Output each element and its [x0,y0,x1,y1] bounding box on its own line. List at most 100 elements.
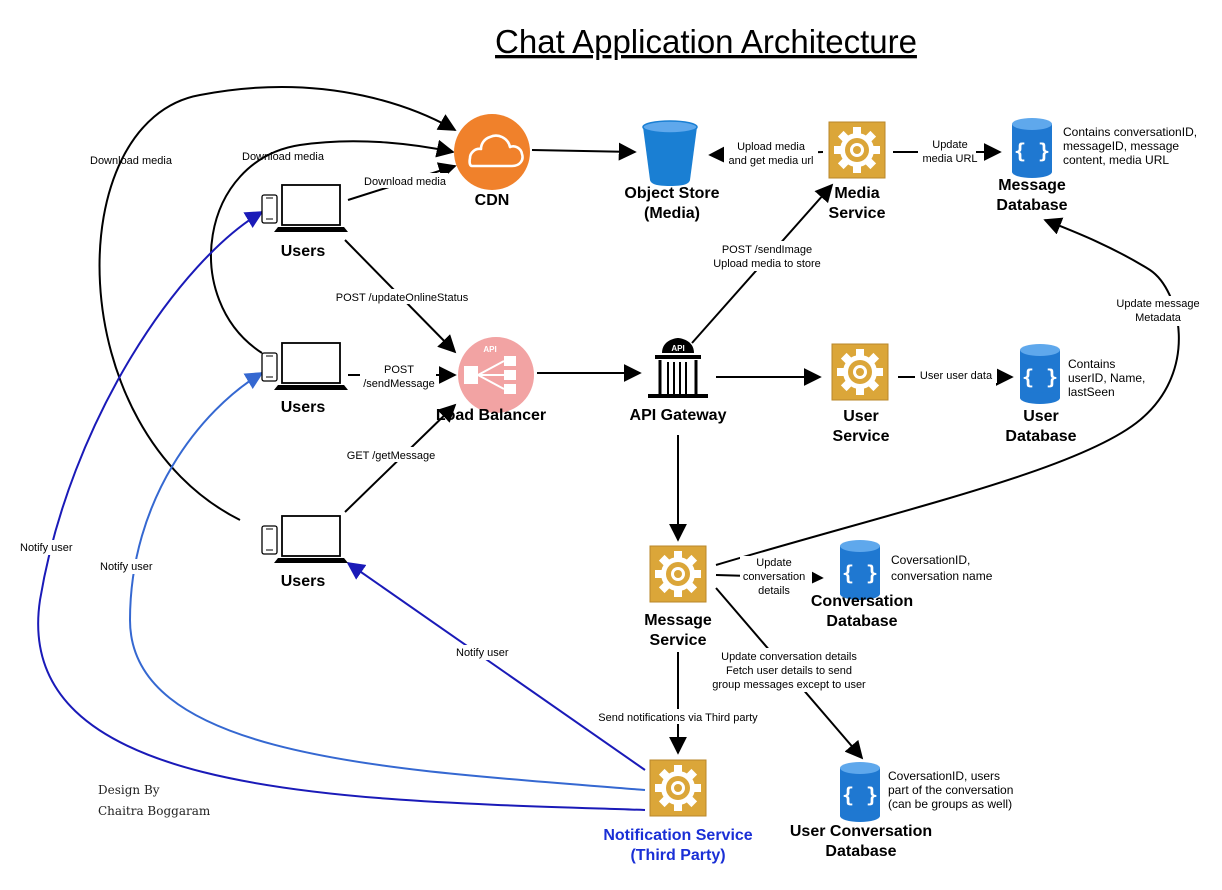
object-store-label-2: (Media) [644,205,700,222]
label-post-send-message-2: /sendMessage [363,378,435,390]
laptop-phone-icon [261,515,349,564]
edge-notify-user-2 [128,372,646,791]
node-notification-service: Notification Service (Third Party) [603,759,753,864]
cloud-icon [454,114,530,190]
label-update-msg-meta-2: Metadata [1135,312,1182,324]
node-conversation-database: Conversation Database CoversationID, con… [811,540,993,630]
node-message-service: Message Service [644,545,712,649]
laptop-phone-icon [261,342,349,391]
label-download-media-3: Download media [364,176,447,188]
label-notify-user-3: Notify user [456,647,509,659]
message-db-note-2: messageID, message [1063,139,1179,153]
edge-labels: Download media Download media Download m… [16,138,1200,724]
label-update-conversation-2: conversation [743,571,805,583]
edge-cdn-object-store [531,142,637,161]
node-users-2: Users [261,342,349,416]
label-download-media-2: Download media [242,151,325,163]
label-update-conversation-1: Update [756,557,791,569]
label-post-send-message-1: POST [384,364,414,376]
label-get-message: GET /getMessage [347,450,435,462]
gear-icon [649,545,707,603]
load-balancer-icon: API [458,337,534,413]
message-db-label-2: Database [996,197,1067,214]
gear-icon [649,759,707,817]
api-gateway-icon: API [648,338,708,398]
user-conversation-db-note-3: (can be groups as well) [888,797,1012,811]
cdn-label: CDN [475,192,510,209]
label-notify-user-2: Notify user [100,561,153,573]
label-send-notifications: Send notifications via Third party [598,712,758,724]
svg-text:API: API [483,345,496,354]
user-conversation-db-note-2: part of the conversation [888,783,1013,797]
conversation-db-note-2: conversation name [891,569,993,583]
label-update-conversation-3: details [758,585,790,597]
label-notify-user-1: Notify user [20,542,73,554]
database-icon [840,540,880,600]
conversation-db-label-2: Database [826,613,897,630]
conversation-db-label-1: Conversation [811,593,913,610]
api-gateway-label: API Gateway [630,407,727,424]
node-cdn: CDN [454,114,530,209]
label-fetch-user-details-2: Fetch user details to send [726,665,852,677]
user-service-label-2: Service [833,428,890,445]
gear-icon [831,343,889,401]
node-user-database: User Database Contains userID, Name, las… [1005,344,1145,445]
label-post-update-status: POST /updateOnlineStatus [336,292,469,304]
users-3-label: Users [281,573,326,590]
label-download-media-1: Download media [90,155,173,167]
users-2-label: Users [281,399,326,416]
user-db-label-1: User [1023,408,1059,425]
bucket-icon [642,120,698,186]
label-update-media-url-2: media URL [922,153,977,165]
edge-notify-user-3 [346,561,646,771]
user-db-note-1: Contains [1068,357,1115,371]
edge-notify-user-1 [37,211,646,811]
node-users-1: Users [261,184,349,260]
laptop-phone-icon [261,184,349,233]
conversation-db-note-1: CoversationID, [891,553,970,567]
node-users-3: Users [261,515,349,590]
database-icon [1012,118,1052,178]
design-credit: Design By Chaitra Boggaram [98,783,211,818]
message-service-label-2: Service [650,632,707,649]
node-api-gateway: API API Gateway [630,338,727,424]
label-send-image-2: Upload media to store [713,258,821,270]
label-upload-media-2: and get media url [729,155,814,167]
message-db-label-1: Message [998,177,1066,194]
label-update-msg-meta-1: Update message [1116,298,1199,310]
notification-service-label-2: (Third Party) [630,847,725,864]
user-conversation-db-note-1: CoversationID, users [888,769,1000,783]
credit-line-1: Design By [98,783,160,797]
message-db-note-3: content, media URL [1063,153,1169,167]
node-media-service: Media Service [828,121,886,222]
database-icon [840,762,880,822]
label-update-media-url-1: Update [932,139,967,151]
database-icon [1020,344,1060,404]
node-object-store: Object Store (Media) [624,120,720,222]
user-conversation-db-label-1: User Conversation [790,823,932,840]
node-load-balancer: API Load Balancer [436,337,546,424]
user-db-note-2: userID, Name, [1068,371,1145,385]
label-send-image-1: POST /sendImage [722,244,812,256]
user-service-label-1: User [843,408,879,425]
diagram-title: Chat Application Architecture [495,23,917,60]
users-1-label: Users [281,243,326,260]
load-balancer-label: Load Balancer [436,407,546,424]
object-store-label-1: Object Store [624,185,719,202]
edge-download-media-1 [98,86,457,521]
message-db-note-1: Contains conversationID, [1063,125,1197,139]
label-user-data: User user data [920,370,993,382]
media-service-label-2: Service [829,205,886,222]
media-service-label-1: Media [834,185,879,202]
gear-icon [828,121,886,179]
label-fetch-user-details-1: Update conversation details [721,651,857,663]
user-db-label-2: Database [1005,428,1076,445]
user-db-note-3: lastSeen [1068,385,1115,399]
message-service-label-1: Message [644,612,712,629]
node-user-conversation-database: User Conversation Database CoversationID… [790,762,1013,860]
svg-text:API: API [671,344,684,353]
edge-update-message-metadata [715,217,1180,566]
credit-line-2: Chaitra Boggaram [98,804,211,818]
